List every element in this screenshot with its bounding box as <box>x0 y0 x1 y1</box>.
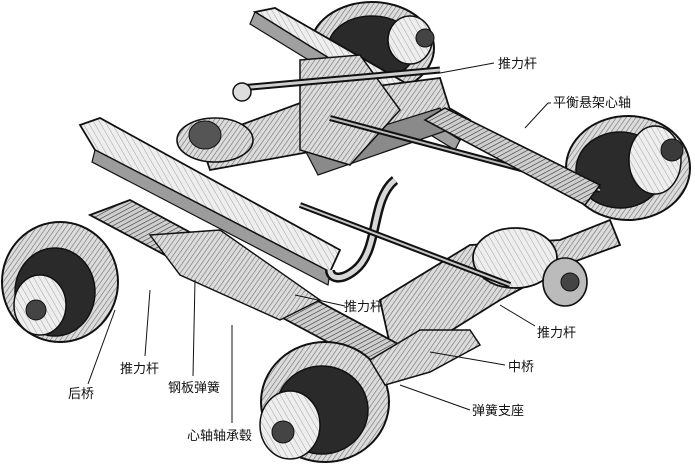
label-center-push-rod: 推力杆 <box>344 300 383 315</box>
leader-lines <box>87 62 551 423</box>
bottom-axle-beam <box>368 329 482 386</box>
label-hub-bearing: 心轴轴承毂 <box>187 429 252 444</box>
label-leaf-spring: 钢板弹簧 <box>168 380 220 396</box>
right-leaf-spring <box>423 107 602 207</box>
bottom-front-wheel <box>259 341 390 463</box>
upper-differential <box>176 117 254 163</box>
label-bottom-push-rod: 推力杆 <box>120 362 159 377</box>
middle-axle-housing <box>378 218 622 351</box>
label-middle-axle: 中桥 <box>508 360 534 375</box>
label-balance-axle: 平衡悬架心轴 <box>553 96 631 111</box>
label-right-push-rod: 推力杆 <box>537 326 576 341</box>
label-upper-push-rod: 推力杆 <box>498 57 537 72</box>
label-rear-axle: 后桥 <box>68 387 94 402</box>
upper-push-rod-shape <box>232 66 441 102</box>
label-spring-seat: 弹簧支座 <box>472 403 524 419</box>
left-wheel <box>1 221 119 343</box>
